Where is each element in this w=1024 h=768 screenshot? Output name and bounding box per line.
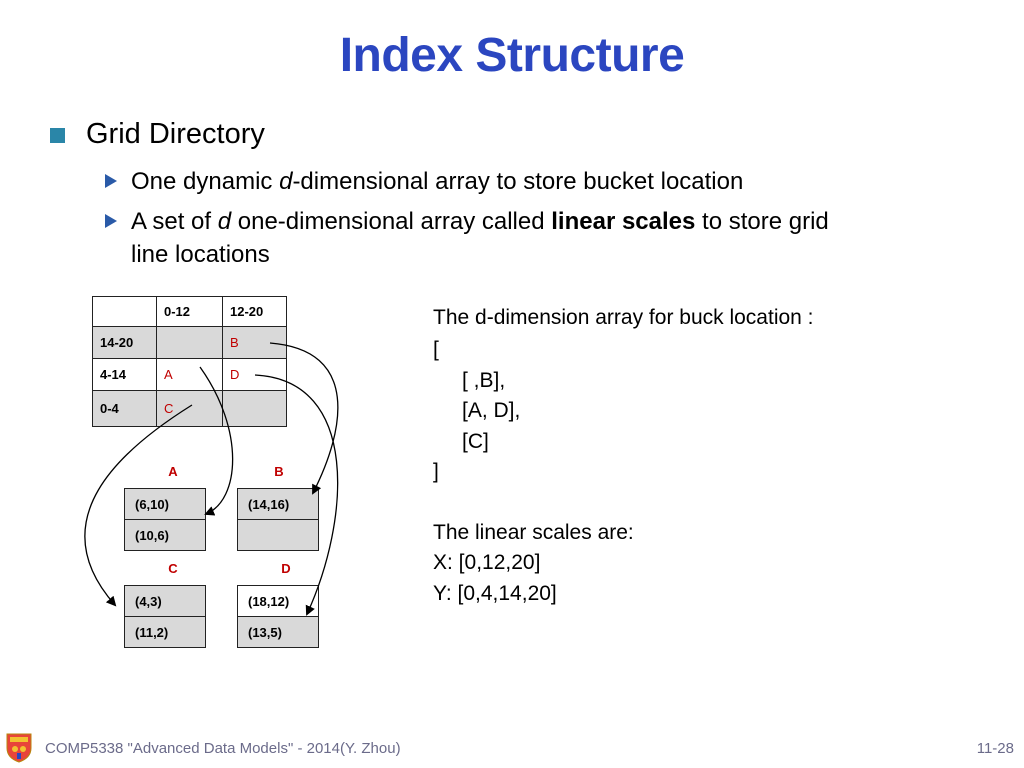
grid-header-x2: 12-20 — [222, 296, 287, 327]
bucket-entry — [237, 519, 319, 551]
bucket-entry: (14,16) — [237, 488, 319, 520]
grid-cell: B — [222, 326, 287, 359]
bucket-entry: (18,12) — [237, 585, 319, 617]
footer-course: COMP5338 "Advanced Data Models" - 2014(Y… — [45, 740, 401, 757]
array-row-2: [A, D], — [462, 399, 521, 422]
grid-row-label: 14-20 — [92, 326, 157, 359]
grid-corner-cell — [92, 296, 157, 327]
bucket-b-label: B — [274, 464, 284, 479]
bucket-c: (4,3) (11,2) — [124, 585, 206, 648]
array-row-1: [ ,B], — [462, 369, 506, 392]
grid-row-label: 0-4 — [92, 390, 157, 427]
square-bullet-icon — [50, 128, 65, 143]
grid-directory-table: 0-12 12-20 14-20 B 4-14 A D 0-4 C — [92, 296, 287, 427]
grid-header-x1: 0-12 — [156, 296, 223, 327]
grid-cell: C — [156, 390, 223, 427]
bucket-d-label: D — [281, 561, 291, 576]
linear-scale-x: X: [0,12,20] — [433, 551, 541, 574]
array-close: ] — [433, 460, 439, 483]
bucket-entry: (13,5) — [237, 616, 319, 648]
bucket-entry: (10,6) — [124, 519, 206, 551]
array-caption: The d-dimension array for buck location … — [433, 306, 814, 329]
triangle-bullet-icon — [105, 214, 117, 228]
grid-cell: A — [156, 358, 223, 391]
bullet-text: Grid Directory — [86, 118, 265, 150]
bucket-a: (6,10) (10,6) — [124, 488, 206, 551]
grid-cell — [156, 326, 223, 359]
grid-row-label: 4-14 — [92, 358, 157, 391]
bucket-d: (18,12) (13,5) — [237, 585, 319, 648]
grid-cell: D — [222, 358, 287, 391]
university-crest-icon — [6, 733, 32, 763]
linear-scales-caption: The linear scales are: — [433, 521, 634, 544]
array-open: [ — [433, 338, 439, 361]
bucket-entry: (4,3) — [124, 585, 206, 617]
bucket-c-label: C — [168, 561, 178, 576]
slide-title: Index Structure — [339, 29, 685, 82]
bucket-entry: (11,2) — [124, 616, 206, 648]
bucket-b: (14,16) — [237, 488, 319, 551]
bucket-a-label: A — [168, 464, 178, 479]
array-row-3: [C] — [462, 430, 489, 453]
linear-scale-y: Y: [0,4,14,20] — [433, 582, 557, 605]
footer-page-number: 11-28 — [976, 740, 1014, 757]
bucket-entry: (6,10) — [124, 488, 206, 520]
grid-cell — [222, 390, 287, 427]
triangle-bullet-icon — [105, 174, 117, 188]
